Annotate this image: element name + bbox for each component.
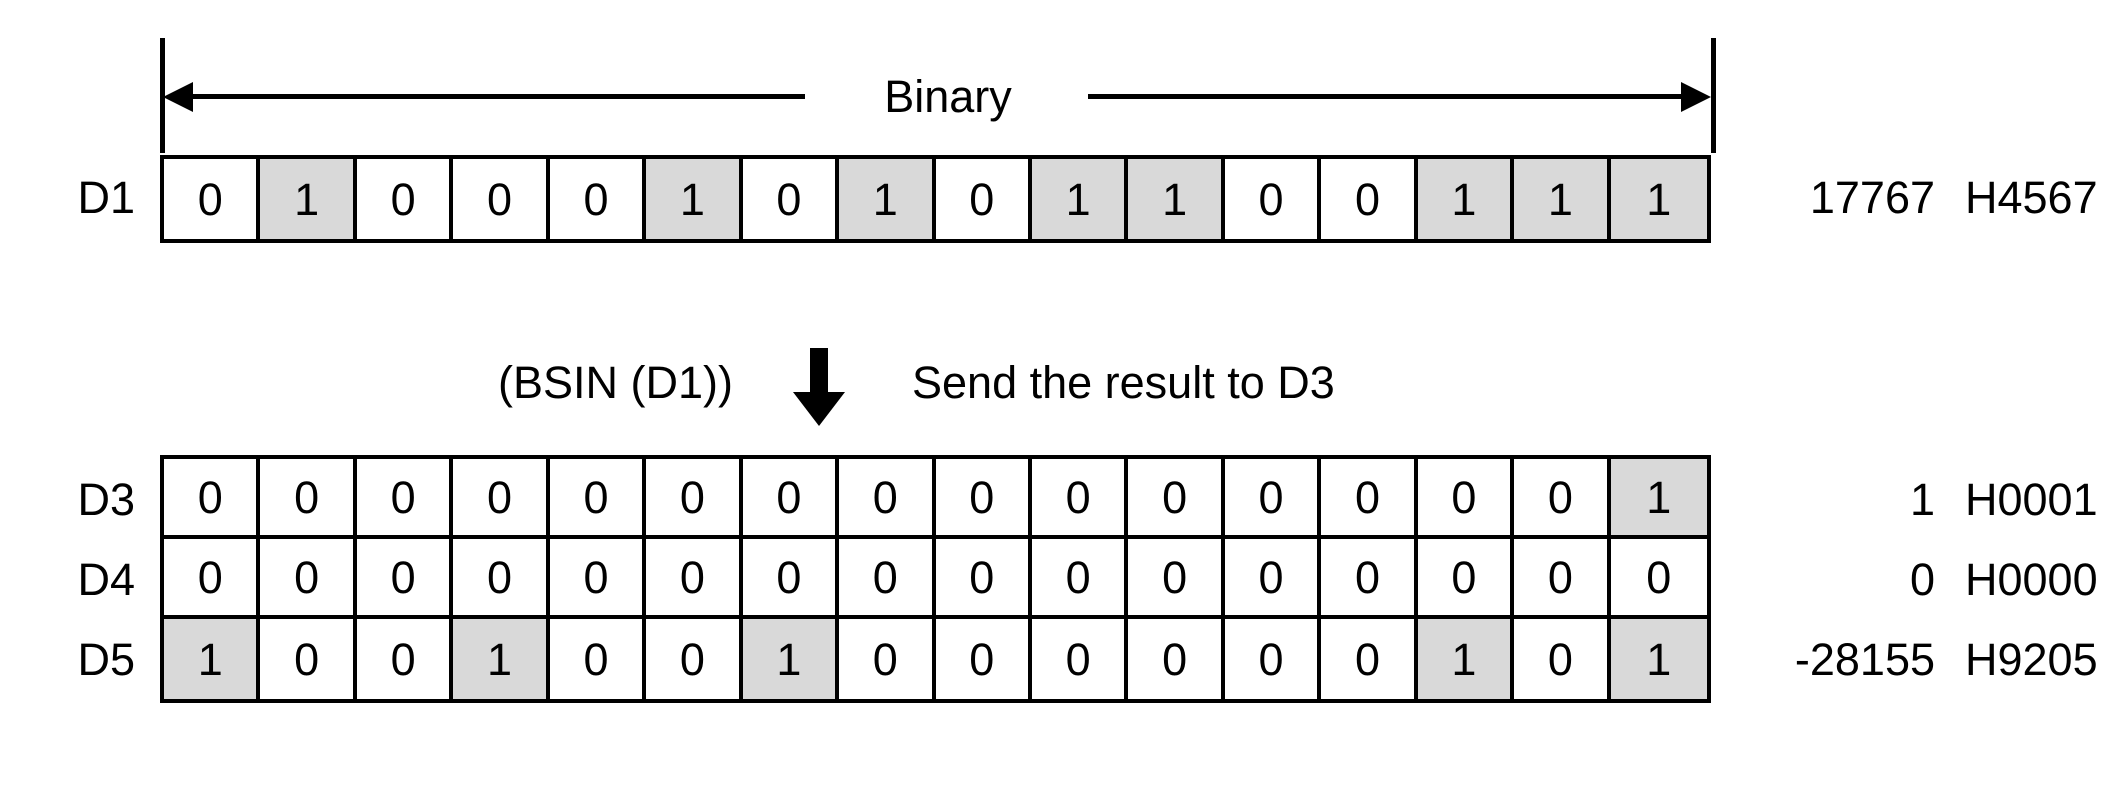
bit-cell-d1-2: 0: [356, 159, 454, 239]
value-hex-d3: H0001: [1965, 474, 2098, 525]
bit-cell-d5-4: 0: [549, 619, 647, 699]
bit-cell-d5-7: 0: [839, 619, 936, 699]
bit-cell-d1-4: 0: [549, 159, 647, 239]
span-arrow-right-icon: [1681, 82, 1711, 112]
value-hex-d5: H9205: [1965, 634, 2098, 685]
bit-cell-d3-15: 1: [1610, 459, 1707, 535]
bit-cell-d5-9: 0: [1031, 619, 1129, 699]
register-label-d3: D3: [77, 474, 135, 525]
bit-cell-d5-5: 0: [646, 619, 743, 699]
bit-cell-d5-15: 1: [1610, 619, 1707, 699]
bit-cell-d1-14: 1: [1514, 159, 1611, 239]
bit-cell-d4-3: 0: [453, 539, 550, 615]
bit-cell-d5-10: 0: [1128, 619, 1225, 699]
operation-label: (BSIN (D1)): [498, 357, 733, 408]
bit-cell-d4-4: 0: [549, 539, 647, 615]
bit-cell-d1-6: 0: [742, 159, 840, 239]
bit-cell-d5-1: 0: [260, 619, 357, 699]
bit-cell-d5-3: 1: [453, 619, 550, 699]
bit-cell-d4-1: 0: [260, 539, 357, 615]
bit-cell-d3-3: 0: [453, 459, 550, 535]
span-line-right: [1088, 94, 1682, 99]
span-tick-left: [160, 38, 165, 153]
bit-cell-d5-14: 0: [1514, 619, 1611, 699]
bit-cell-d5-13: 1: [1417, 619, 1515, 699]
bit-cell-d1-0: 0: [164, 159, 261, 239]
bit-cell-d3-11: 0: [1224, 459, 1322, 535]
bit-cell-d1-10: 1: [1128, 159, 1225, 239]
bit-cell-d3-4: 0: [549, 459, 647, 535]
bit-cell-d5-2: 0: [356, 619, 454, 699]
bit-cell-d3-13: 0: [1417, 459, 1515, 535]
span-arrow-left-icon: [163, 82, 193, 112]
bit-cell-d3-14: 0: [1514, 459, 1611, 535]
bit-cell-d1-12: 0: [1321, 159, 1418, 239]
bit-cell-d5-6: 1: [742, 619, 840, 699]
bit-cell-d5-11: 0: [1224, 619, 1322, 699]
span-caption: Binary: [884, 71, 1012, 122]
bit-cell-d3-1: 0: [260, 459, 357, 535]
register-label-d1: D1: [77, 172, 135, 223]
bit-cell-d5-12: 0: [1321, 619, 1418, 699]
bit-cell-d5-0: 1: [164, 619, 261, 699]
bit-cell-d1-1: 1: [260, 159, 357, 239]
bit-cell-d4-13: 0: [1417, 539, 1515, 615]
bit-cell-d3-5: 0: [646, 459, 743, 535]
bit-cell-d3-9: 0: [1031, 459, 1129, 535]
bit-cell-d4-5: 0: [646, 539, 743, 615]
bit-cell-d4-8: 0: [935, 539, 1032, 615]
bit-cell-d3-6: 0: [742, 459, 840, 535]
down-arrow-shaft: [810, 348, 828, 396]
bit-cell-d1-3: 0: [453, 159, 550, 239]
bit-cell-d4-10: 0: [1128, 539, 1225, 615]
value-decimal-d4: 0: [1909, 554, 1935, 605]
bit-cell-d4-6: 0: [742, 539, 840, 615]
bit-cell-d1-13: 1: [1417, 159, 1515, 239]
register-label-d4: D4: [77, 554, 135, 605]
bit-cell-d3-8: 0: [935, 459, 1032, 535]
down-arrow-icon: [793, 392, 845, 426]
bit-cell-d3-12: 0: [1321, 459, 1418, 535]
bit-cell-d4-2: 0: [356, 539, 454, 615]
value-decimal-d3: 1: [1909, 474, 1935, 525]
bit-cell-d1-9: 1: [1031, 159, 1129, 239]
register-label-d5: D5: [77, 634, 135, 685]
bit-cell-d3-0: 0: [164, 459, 261, 535]
bit-cell-d5-8: 0: [935, 619, 1032, 699]
bit-cell-d4-14: 0: [1514, 539, 1611, 615]
bit-cell-d1-7: 1: [839, 159, 936, 239]
bit-cell-d1-11: 0: [1224, 159, 1322, 239]
value-decimal-d5: -28155: [1794, 634, 1935, 685]
bit-cell-d3-7: 0: [839, 459, 936, 535]
bit-cell-d1-8: 0: [935, 159, 1032, 239]
bit-cell-d4-9: 0: [1031, 539, 1129, 615]
value-decimal-d1: 17767: [1809, 172, 1935, 223]
bit-cell-d4-0: 0: [164, 539, 261, 615]
bit-cell-d4-15: 0: [1610, 539, 1707, 615]
bit-cell-d4-7: 0: [839, 539, 936, 615]
value-hex-d4: H0000: [1965, 554, 2098, 605]
span-tick-right: [1711, 38, 1716, 153]
bit-cell-d4-12: 0: [1321, 539, 1418, 615]
bit-cell-d4-11: 0: [1224, 539, 1322, 615]
bit-cell-d1-15: 1: [1610, 159, 1707, 239]
bit-cell-d3-10: 0: [1128, 459, 1225, 535]
result-note: Send the result to D3: [912, 357, 1335, 408]
span-line-left: [190, 94, 805, 99]
bit-cell-d1-5: 1: [646, 159, 743, 239]
value-hex-d1: H4567: [1965, 172, 2098, 223]
bit-cell-d3-2: 0: [356, 459, 454, 535]
